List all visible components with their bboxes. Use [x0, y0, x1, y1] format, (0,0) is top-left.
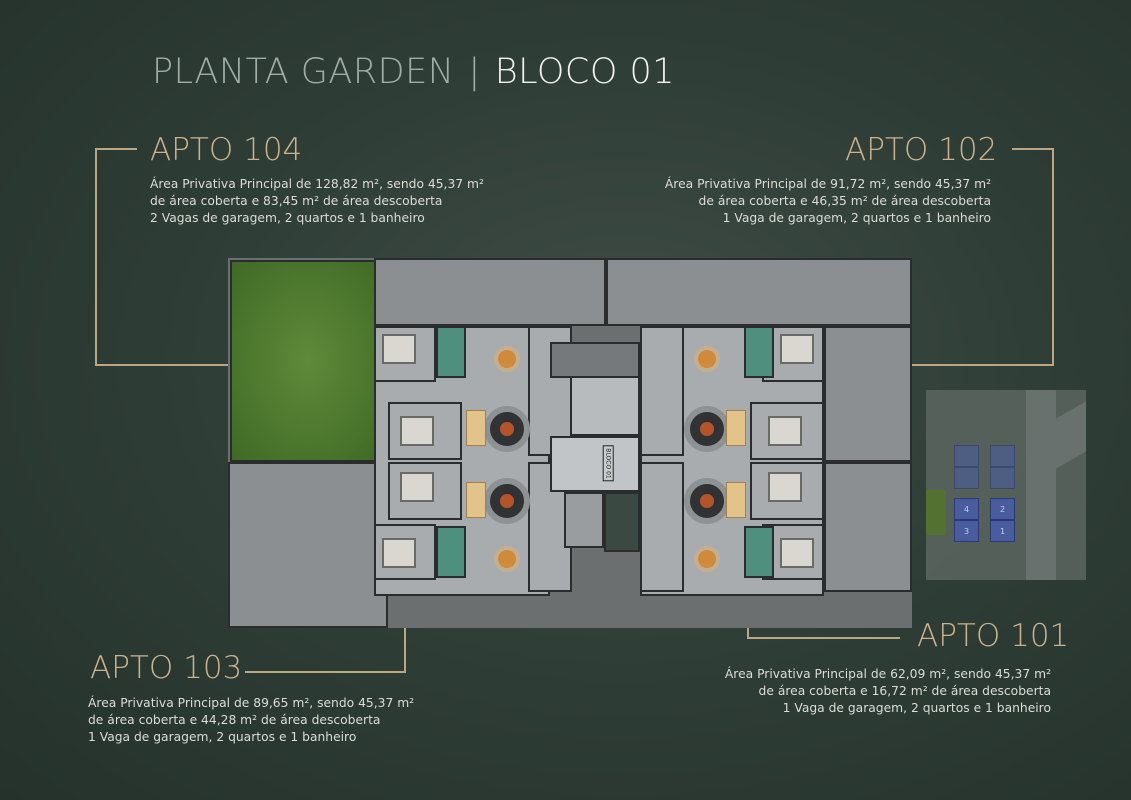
site-unit-1: 1 — [990, 520, 1015, 542]
site-garden — [926, 490, 946, 535]
site-unit — [954, 445, 979, 467]
bed — [780, 334, 814, 364]
site-unit-3: 3 — [954, 520, 979, 542]
bedroom — [388, 402, 462, 460]
desc-line: de área coberta e 83,45 m² de área desco… — [150, 194, 443, 208]
desc-line: Área Privativa Principal de 89,65 m², se… — [88, 696, 415, 710]
bed — [768, 416, 802, 446]
bathroom — [436, 526, 466, 578]
apto-102-description: Área Privativa Principal de 91,72 m², se… — [665, 176, 991, 227]
connector-line — [912, 364, 1054, 366]
desc-line: 2 Vagas de garagem, 2 quartos e 1 banhei… — [150, 211, 425, 225]
elevator — [564, 492, 604, 548]
site-location-map: 4 2 3 1 — [926, 390, 1086, 580]
garden-area-apto-104 — [230, 260, 385, 462]
sofa — [726, 482, 746, 518]
bed — [780, 538, 814, 568]
open-area-apto-101 — [824, 462, 912, 592]
floor-plan: BLOCO 01 — [228, 258, 912, 628]
apto-104-description: Área Privativa Principal de 128,82 m², s… — [150, 176, 484, 227]
apto-103-description: Área Privativa Principal de 89,65 m², se… — [88, 695, 414, 746]
desc-line: de área coberta e 46,35 m² de área desco… — [698, 194, 991, 208]
connector-line — [245, 671, 406, 673]
connector-line — [95, 148, 137, 150]
apto-101-title: APTO 101 — [917, 618, 1070, 654]
apto-104-title: APTO 104 — [150, 132, 303, 168]
living-rug — [484, 406, 530, 452]
bathroom — [436, 326, 466, 378]
open-area-apto-103 — [228, 462, 388, 628]
title-planta-garden: PLANTA GARDEN — [152, 52, 455, 92]
site-unit — [990, 445, 1015, 467]
bathroom — [744, 326, 774, 378]
bed — [382, 538, 416, 568]
bed — [400, 472, 434, 502]
dining-table — [694, 346, 720, 372]
connector-line — [1052, 148, 1054, 366]
apto-102-title: APTO 102 — [845, 132, 998, 168]
garden-strip — [604, 492, 640, 552]
desc-line: Área Privativa Principal de 128,82 m², s… — [150, 177, 484, 191]
desc-line: de área coberta e 16,72 m² de área desco… — [758, 684, 1051, 698]
stairs — [570, 376, 640, 436]
desc-line: de área coberta e 44,28 m² de área desco… — [88, 713, 381, 727]
open-area-apto-102-side — [824, 326, 912, 462]
dining-table — [694, 546, 720, 572]
kitchen — [640, 326, 684, 456]
kitchen — [640, 462, 684, 592]
title-bloco: BLOCO 01 — [494, 52, 676, 92]
sofa — [726, 410, 746, 446]
desc-line: 1 Vaga de garagem, 2 quartos e 1 banheir… — [88, 730, 357, 744]
apto-103-title: APTO 103 — [90, 650, 243, 686]
connector-line — [95, 364, 230, 366]
road — [1026, 390, 1056, 580]
shaft — [550, 342, 640, 378]
connector-line — [404, 628, 406, 673]
connector-line — [1012, 148, 1054, 150]
sofa — [466, 482, 486, 518]
site-unit-4: 4 — [954, 498, 979, 520]
apto-101-description: Área Privativa Principal de 62,09 m², se… — [725, 666, 1051, 717]
living-rug — [484, 478, 530, 524]
dining-table — [494, 346, 520, 372]
sofa — [466, 410, 486, 446]
hall — [550, 436, 640, 492]
desc-line: Área Privativa Principal de 62,09 m², se… — [724, 667, 1051, 681]
bed — [768, 472, 802, 502]
block-label: BLOCO 01 — [602, 445, 614, 482]
page-title: PLANTA GARDEN | BLOCO 01 — [152, 52, 675, 92]
title-separator: | — [468, 52, 481, 92]
bed — [382, 334, 416, 364]
living-rug — [684, 478, 730, 524]
dining-table — [494, 546, 520, 572]
site-unit — [990, 467, 1015, 489]
bed — [400, 416, 434, 446]
open-area-apto-104 — [374, 258, 606, 326]
open-area-apto-102 — [606, 258, 912, 326]
site-unit-2: 2 — [990, 498, 1015, 520]
site-unit — [954, 467, 979, 489]
road — [1056, 401, 1086, 469]
desc-line: 1 Vaga de garagem, 2 quartos e 1 banheir… — [722, 211, 991, 225]
bathroom — [744, 526, 774, 578]
desc-line: Área Privativa Principal de 91,72 m², se… — [664, 177, 991, 191]
desc-line: 1 Vaga de garagem, 2 quartos e 1 banheir… — [782, 701, 1051, 715]
living-rug — [684, 406, 730, 452]
connector-line — [95, 148, 97, 366]
connector-line — [747, 637, 900, 639]
